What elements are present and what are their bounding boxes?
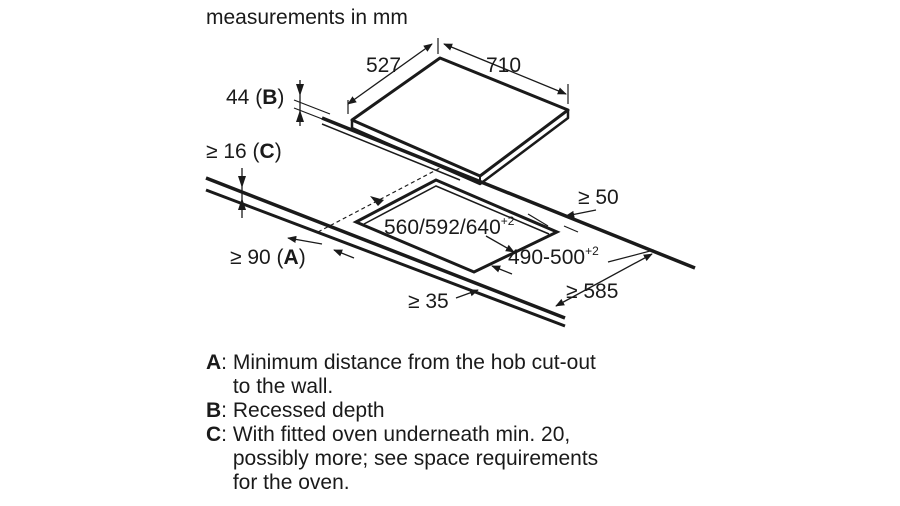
dim-worktop-depth: ≥ 585 [566, 280, 618, 303]
dim-gap: ≥ 16 (C) [206, 140, 282, 163]
legend-item-b: B: Recessed depth [206, 399, 385, 422]
worktop-front-edge-lower [205, 188, 566, 328]
legend-key: B [206, 399, 222, 422]
projection-line [317, 167, 441, 233]
legend-item-a: A: Minimum distance from the hob cut-out… [206, 351, 596, 398]
legend-item-c: C: With fitted oven underneath min. 20, … [206, 423, 599, 494]
dim-back-clearance: ≥ 50 [578, 186, 619, 209]
dim-recess: 44 (B) [226, 86, 284, 109]
worktop-back-edge-lower [321, 123, 461, 181]
dim-hob-width: 710 [486, 54, 521, 77]
diagram-title: measurements in mm [206, 6, 408, 29]
dim-cutout-depth: 490-500+2 [508, 244, 599, 269]
dim-front-clearance: ≥ 35 [408, 290, 449, 313]
dim-hob-depth: 527 [366, 54, 401, 77]
worktop-front-edge [205, 176, 566, 320]
dimension-line-710 [443, 43, 567, 95]
dim-wall-distance: ≥ 90 (A) [230, 246, 306, 269]
legend-text: Minimum distance from the hob cut-out to… [232, 351, 596, 398]
legend-text: With fitted oven underneath min. 20, pos… [232, 423, 599, 494]
dim-cutout-width: 560/592/640+2 [384, 214, 515, 239]
legend-text: Recessed depth [232, 399, 385, 422]
legend: A: Minimum distance from the hob cut-out… [206, 351, 766, 495]
worktop-back-edge [321, 116, 696, 270]
hob-cutout [352, 178, 561, 274]
legend-key: A [206, 351, 222, 374]
dimension-line-527 [347, 43, 433, 105]
legend-key: C [206, 423, 222, 446]
